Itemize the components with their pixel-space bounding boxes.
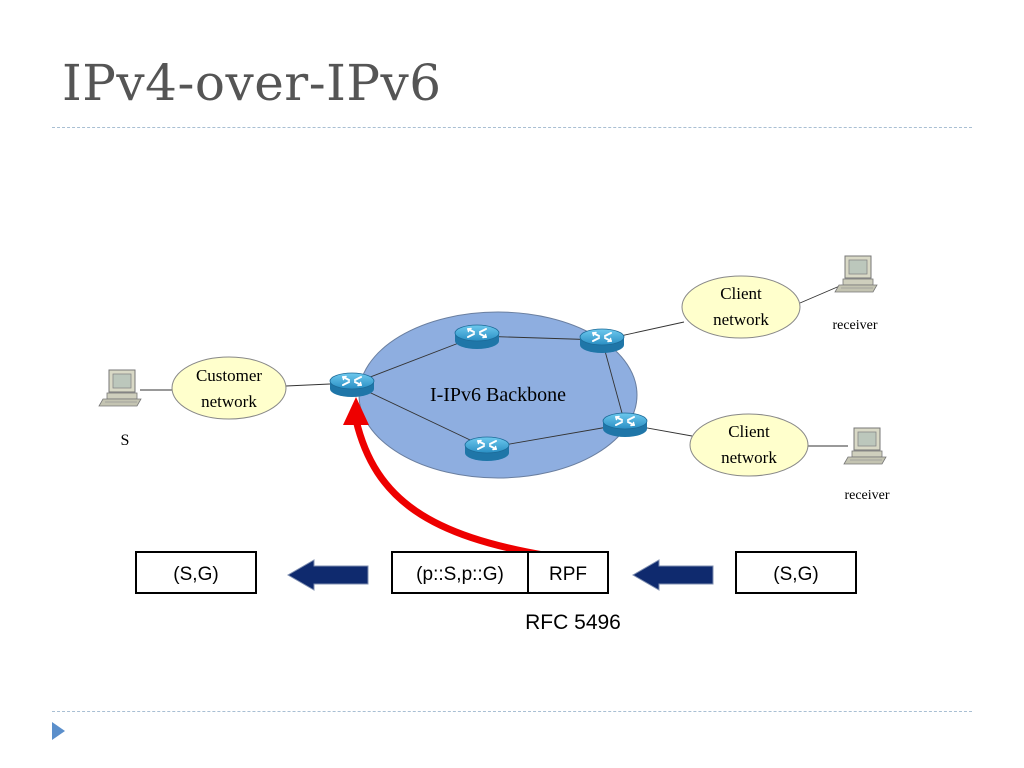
flow-arrow-right-icon [631, 559, 714, 591]
receiver-top-label: receiver [832, 318, 877, 333]
receiver-computer-icon [834, 255, 878, 293]
rpf-arrow-head [343, 397, 369, 425]
router-icon [579, 328, 625, 354]
rpf-check-arrow [352, 416, 553, 560]
customer-network-label-line1: Customer [196, 366, 262, 385]
router-icon [454, 324, 500, 350]
left-sg-box [135, 551, 257, 594]
encapsulated-sg-box [391, 551, 529, 594]
source-label: S [121, 432, 130, 449]
client-network-top-label-line2: network [713, 310, 769, 329]
encapsulated-sg-label: (p::S,p::G) [416, 564, 504, 585]
client-network-bottom-label-line2: network [721, 448, 777, 467]
right-sg-box [735, 551, 857, 594]
customer-network-label-line2: network [201, 392, 257, 411]
footer-divider [52, 711, 972, 712]
backbone-label: I-IPv6 Backbone [430, 384, 566, 406]
client-network-top-label-line1: Client [720, 284, 762, 303]
client-network-bottom-cloud [689, 413, 809, 477]
next-slide-icon[interactable] [52, 722, 65, 740]
right-sg-label: (S,G) [773, 564, 818, 585]
router-icon [464, 436, 510, 462]
router-icon [602, 412, 648, 438]
flow-arrow-left-icon [286, 559, 369, 591]
customer-network-cloud [171, 356, 287, 420]
receiver-computer-icon [843, 427, 887, 465]
receiver-bottom-label: receiver [844, 488, 889, 503]
slide-title: IPv4-over-IPv6 [62, 54, 442, 112]
rpf-box [527, 551, 609, 594]
left-sg-label: (S,G) [173, 564, 218, 585]
client-network-top-cloud [681, 275, 801, 339]
rpf-label: RPF [549, 564, 587, 585]
source-computer-icon [98, 369, 142, 407]
title-divider [52, 127, 972, 128]
edge-router-icon [329, 372, 375, 398]
rfc-reference: RFC 5496 [525, 611, 621, 634]
client-network-bottom-label-line1: Client [728, 422, 770, 441]
